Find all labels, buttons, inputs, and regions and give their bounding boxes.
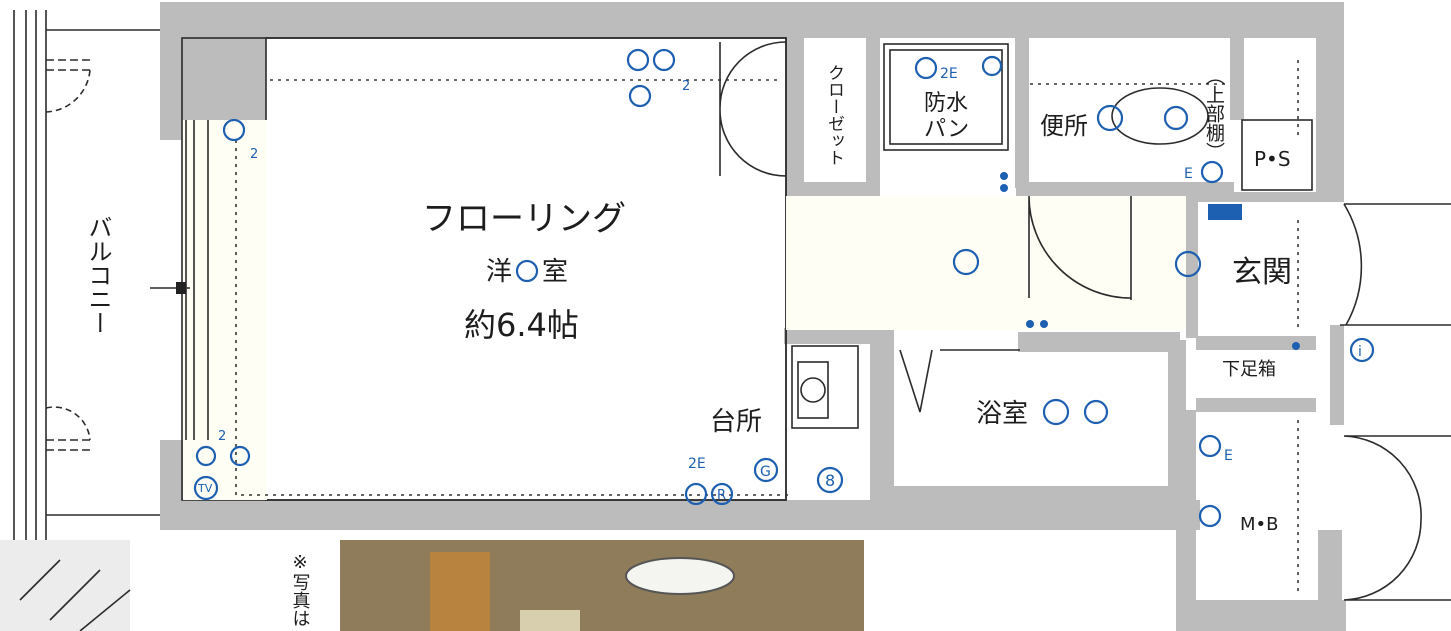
fan-icon (1163, 105, 1189, 131)
dot-icon (1000, 172, 1008, 180)
outlet-icon (195, 445, 217, 467)
outlet-e-icon (1200, 160, 1224, 184)
room-title: フローリング (422, 199, 626, 239)
pendant-lamp-icon (625, 557, 735, 595)
tv-outlet-icon (193, 475, 219, 501)
photo-note: ※写真は (290, 552, 311, 627)
light-icon (981, 55, 1003, 77)
ceiling-light-icon (1042, 398, 1070, 426)
outlet-count: 2 (218, 429, 226, 444)
info-icon (1349, 337, 1375, 363)
room-type: 洋 (486, 257, 512, 287)
ceiling-light-icon (1174, 250, 1202, 278)
fixtures (791, 43, 1313, 429)
outlet-icon (222, 118, 246, 142)
gas-label: G (760, 464, 771, 480)
toilet-label: 便所 (1040, 112, 1088, 140)
ps-label: P•S (1254, 147, 1291, 171)
dot-icon (1000, 184, 1008, 192)
phone-jack-icon (626, 48, 650, 72)
fan-icon (1083, 399, 1109, 425)
outlet-count: 2 (682, 79, 690, 94)
intercom-icon (628, 84, 652, 108)
pan-label-2: パン (924, 117, 969, 142)
range-label: R (717, 488, 726, 503)
mb-label: M•B (1240, 514, 1279, 535)
bath-label: 浴室 (976, 399, 1028, 429)
outlet-2e-label: 2E (688, 456, 706, 472)
gas-outlet-icon (753, 457, 779, 483)
doors (719, 41, 1451, 601)
outlet-e-icon (1198, 434, 1222, 458)
outlet-count: 2 (250, 147, 258, 162)
breaker-icon (1198, 504, 1222, 528)
outlet-icon (229, 445, 251, 467)
balcony-window (150, 120, 209, 440)
dot-icon (1292, 342, 1300, 350)
outlet-icon (652, 48, 676, 72)
pan-label-1: 防水 (924, 91, 968, 116)
room-photo (340, 540, 864, 631)
outlet-icon (684, 482, 708, 506)
ceiling-light-icon (952, 248, 980, 276)
room-type-suffix: 室 (542, 257, 568, 287)
ceiling-light-icon (1096, 104, 1124, 132)
shelf-label: （上部棚） (1203, 66, 1225, 161)
ceiling-light-icon (515, 259, 539, 283)
balcony-label: バルコニー (84, 215, 112, 335)
closet-label: クローゼット (824, 64, 844, 166)
info-label: i (1358, 344, 1362, 360)
e-mark: E (1224, 448, 1233, 464)
entrance-label: 玄関 (1232, 255, 1292, 290)
range-outlet-icon (710, 482, 734, 506)
walls (160, 2, 1346, 631)
kitchen-label: 台所 (710, 407, 762, 437)
room-size: 約6.4帖 (464, 306, 579, 344)
electrical-symbols: 2 2 2E E i E 2 TV 2E R G 8 (193, 48, 1375, 528)
dot-icon (1026, 320, 1034, 328)
outlet-2e-label: 2E (940, 66, 958, 82)
balcony (13, 10, 160, 540)
dotted-guides (235, 60, 1299, 595)
shoe-box-label: 下足箱 (1222, 359, 1276, 380)
dot-icon (1040, 320, 1048, 328)
stove-icon (816, 466, 844, 494)
outlet-icon (914, 56, 938, 80)
tv-label: TV (197, 482, 213, 495)
e-mark: E (1184, 166, 1193, 182)
photo-strip: ※写真は (0, 540, 864, 631)
num8-label: 8 (825, 471, 835, 490)
